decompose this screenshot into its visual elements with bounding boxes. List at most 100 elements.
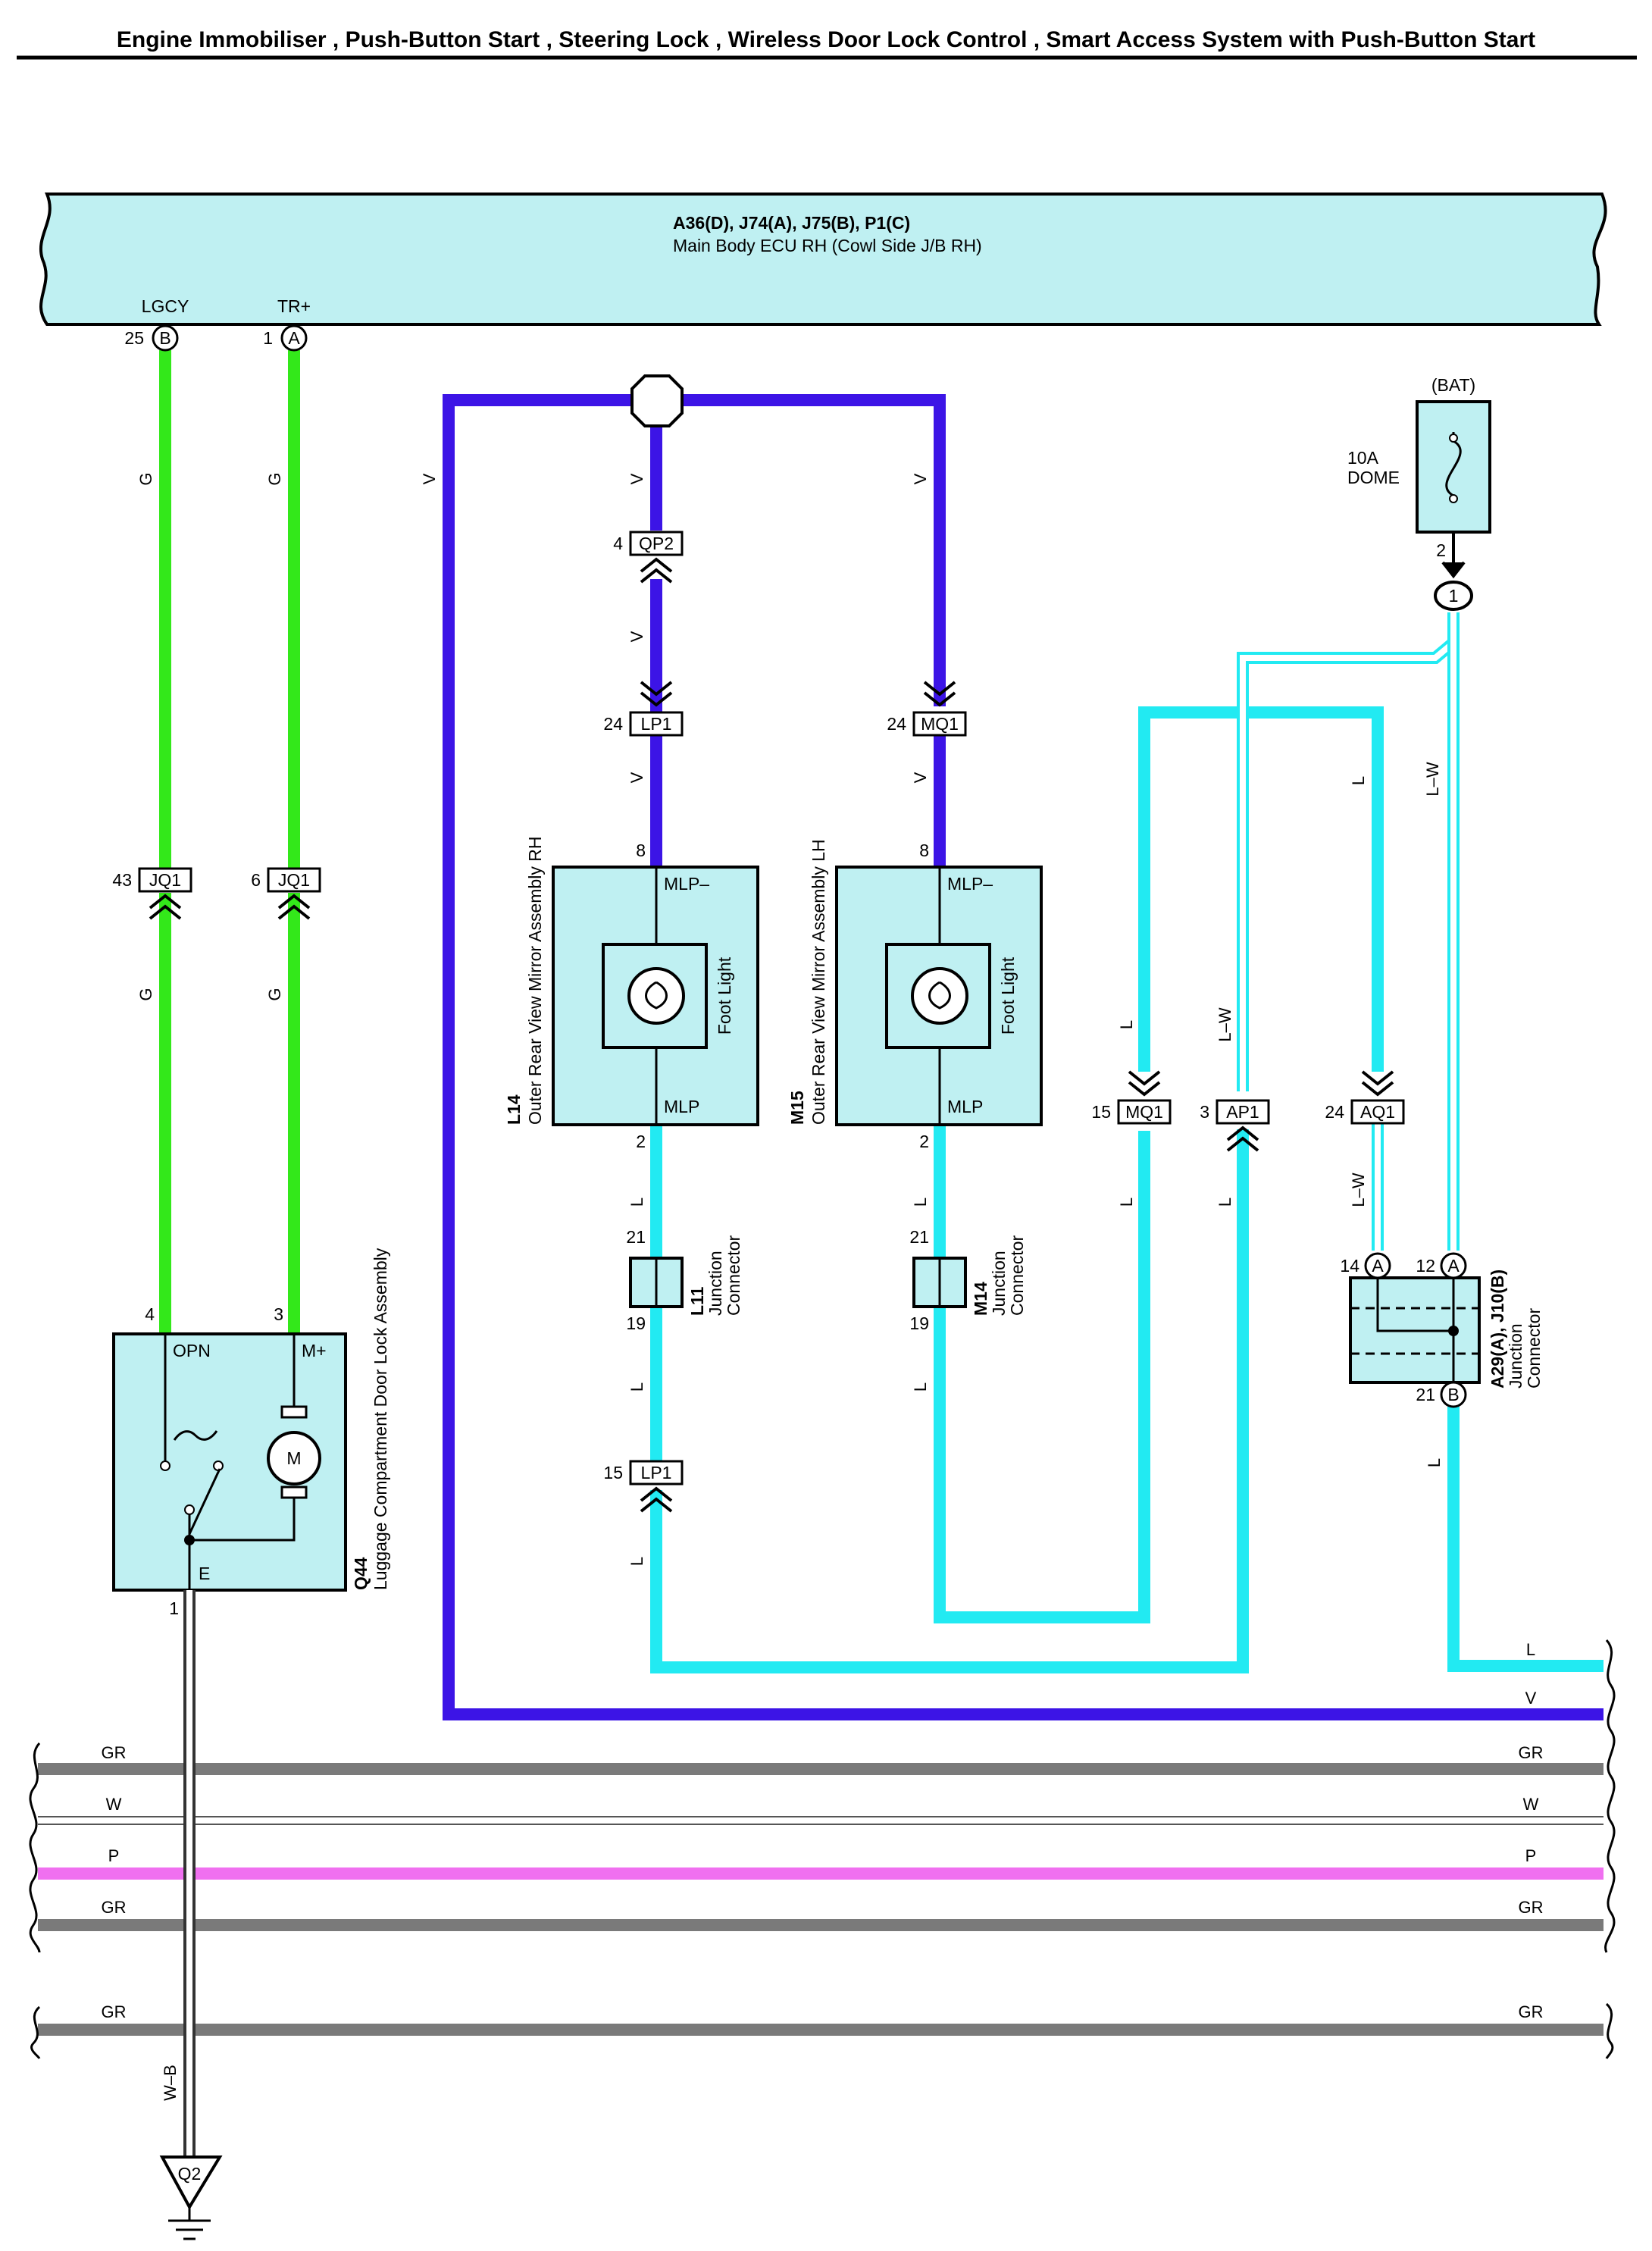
junction-connector-a29: A 14 A 12 B 21 A29(A), J10(B) Junction C… <box>1340 1252 1544 1408</box>
svg-text:Q44: Q44 <box>351 1557 371 1590</box>
mirror-lh-m15: MLP– MLP 8 2 Foot Light M15 Outer Rear V… <box>787 839 1043 1151</box>
bus-label-w: W <box>1523 1795 1539 1814</box>
svg-text:24: 24 <box>887 714 906 734</box>
svg-text:Outer Rear View Mirror Assembl: Outer Rear View Mirror Assembly LH <box>809 839 828 1125</box>
connector-ap1: AP1 3 <box>1200 1099 1270 1152</box>
ecu-terminal-lgcy: LGCY <box>142 296 189 316</box>
svg-text:24: 24 <box>603 714 623 734</box>
svg-text:1: 1 <box>1449 586 1459 606</box>
ecu-name: Main Body ECU RH (Cowl Side J/B RH) <box>673 236 982 255</box>
wire-label-lw: L–W <box>1216 1007 1234 1041</box>
svg-text:AQ1: AQ1 <box>1360 1102 1395 1122</box>
svg-text:MLP–: MLP– <box>664 874 709 894</box>
svg-text:DOME: DOME <box>1347 468 1400 487</box>
svg-text:2: 2 <box>636 1132 646 1151</box>
svg-text:25: 25 <box>124 328 144 348</box>
svg-text:Connector: Connector <box>724 1235 743 1316</box>
svg-text:M15: M15 <box>787 1091 807 1125</box>
connector-qp2: QP2 4 <box>613 531 684 584</box>
wire-label-l-right: L <box>1526 1640 1535 1659</box>
wires-green <box>159 350 300 1334</box>
svg-text:MLP: MLP <box>947 1097 983 1116</box>
wire-label-g: G <box>136 472 155 485</box>
svg-text:4: 4 <box>613 534 623 553</box>
svg-text:Junction: Junction <box>1506 1323 1525 1388</box>
connector-lp1-bottom: LP1 15 <box>603 1460 684 1513</box>
splice-point <box>630 374 684 427</box>
main-body-ecu: A36(D), J74(A), J75(B), P1(C) Main Body … <box>39 193 1607 326</box>
svg-text:L11: L11 <box>687 1286 707 1316</box>
bus-label-p: P <box>1525 1846 1537 1865</box>
svg-text:Q2: Q2 <box>178 2164 202 2184</box>
svg-text:2: 2 <box>1436 540 1446 560</box>
ground-q2: Q2 <box>159 2156 223 2240</box>
svg-text:Junction: Junction <box>706 1251 725 1316</box>
svg-text:8: 8 <box>919 841 929 860</box>
bus-label-gr: GR <box>1519 1743 1544 1762</box>
svg-text:A: A <box>1447 1256 1460 1276</box>
svg-text:JQ1: JQ1 <box>278 870 310 890</box>
connector-jq1-left: JQ1 43 <box>112 867 192 920</box>
svg-text:MLP: MLP <box>664 1097 699 1116</box>
svg-text:JQ1: JQ1 <box>149 870 181 890</box>
svg-text:Connector: Connector <box>1007 1235 1027 1316</box>
wire-label-l: L <box>1216 1198 1234 1207</box>
fuse-dome: (BAT) 10A DOME 2 1 <box>1347 375 1491 611</box>
ecu-pin-1: A 1 <box>263 324 308 352</box>
svg-text:24: 24 <box>1325 1102 1344 1122</box>
svg-text:M+: M+ <box>302 1341 327 1360</box>
svg-text:8: 8 <box>636 841 646 860</box>
svg-text:4: 4 <box>145 1304 155 1324</box>
svg-text:E: E <box>199 1564 210 1583</box>
wire-label-g: G <box>265 988 284 1000</box>
bus-label-gr: GR <box>102 2002 127 2021</box>
wire-label-l: L <box>1349 776 1368 785</box>
svg-text:LP1: LP1 <box>641 714 672 734</box>
svg-text:21: 21 <box>626 1227 646 1247</box>
svg-text:B: B <box>159 328 171 348</box>
svg-text:A: A <box>1372 1256 1384 1276</box>
bus-label-p: P <box>108 1846 120 1865</box>
svg-text:Outer Rear View Mirror Assembl: Outer Rear View Mirror Assembly RH <box>525 837 545 1125</box>
svg-text:QP2: QP2 <box>639 534 674 553</box>
connector-mq1-top: MQ1 24 <box>887 681 967 737</box>
svg-text:15: 15 <box>603 1463 623 1482</box>
svg-text:AP1: AP1 <box>1226 1102 1259 1122</box>
svg-text:14: 14 <box>1340 1256 1359 1276</box>
svg-text:M14: M14 <box>971 1282 990 1316</box>
svg-text:L14: L14 <box>504 1094 524 1125</box>
wire-label-l: L <box>627 1557 646 1566</box>
wire-label-v: V <box>911 473 930 484</box>
svg-text:3: 3 <box>1200 1102 1209 1122</box>
svg-text:Foot Light: Foot Light <box>998 956 1018 1035</box>
bus-label-gr: GR <box>1519 1898 1544 1917</box>
svg-text:1: 1 <box>169 1598 179 1618</box>
svg-text:MLP–: MLP– <box>947 874 993 894</box>
svg-text:Luggage Compartment Door Lock: Luggage Compartment Door Lock Assembly <box>371 1248 390 1590</box>
wire-label-wb: W–B <box>161 2065 180 2101</box>
wires-light-blue-white <box>1237 612 1460 1251</box>
wire-label-l: L <box>911 1382 930 1392</box>
svg-text:A: A <box>288 328 300 348</box>
bus-label-gr: GR <box>102 1743 127 1762</box>
svg-text:Foot Light: Foot Light <box>715 956 734 1035</box>
bus-label-gr: GR <box>102 1898 127 1917</box>
wire-label-v: V <box>627 772 646 783</box>
bus-label-gr: GR <box>1519 2002 1544 2021</box>
wire-label-l: L <box>627 1382 646 1392</box>
wire-label-v-right: V <box>1525 1689 1537 1708</box>
ecu-pin-25: B 25 <box>124 324 179 352</box>
mirror-rh-l14: MLP– MLP 8 2 Foot Light L14 Outer Rear V… <box>504 837 759 1151</box>
svg-text:2: 2 <box>919 1132 929 1151</box>
svg-text:1: 1 <box>263 328 273 348</box>
svg-text:LP1: LP1 <box>641 1463 672 1482</box>
svg-text:12: 12 <box>1416 1256 1435 1276</box>
svg-text:43: 43 <box>112 870 132 890</box>
svg-text:21: 21 <box>1416 1385 1435 1404</box>
wire-label-g: G <box>136 988 155 1000</box>
wire-label-v: V <box>420 473 439 484</box>
svg-text:B: B <box>1447 1385 1459 1404</box>
wire-label-lw: L–W <box>1423 762 1442 796</box>
wire-label-lw: L–W <box>1349 1172 1368 1207</box>
